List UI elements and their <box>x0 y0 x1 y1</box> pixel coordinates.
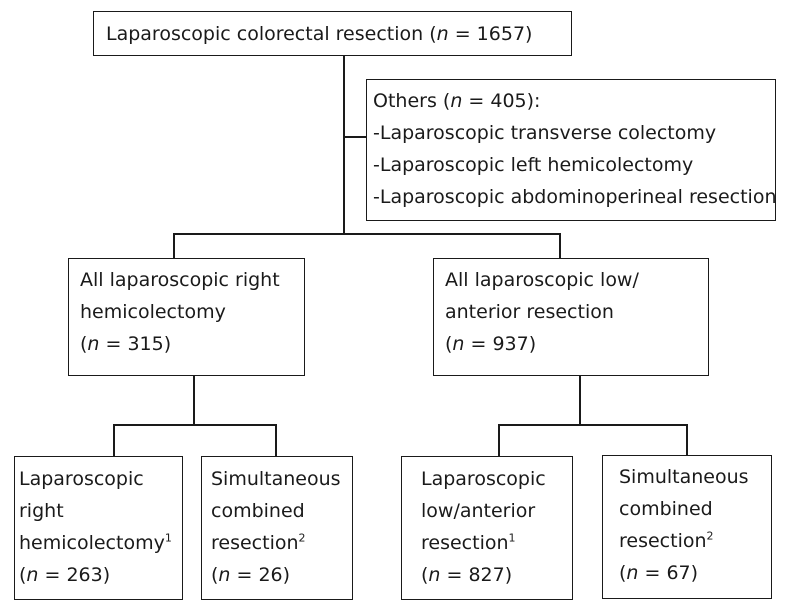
connector-to-leaf-right-hemi <box>113 424 115 457</box>
leaf-low-ant-line2: low/anterior <box>421 500 536 522</box>
others-n-symbol: n <box>450 90 463 112</box>
root-label-post: = 1657) <box>448 23 533 45</box>
low-anterior-n-post: = 937) <box>464 333 537 355</box>
leaf-sim-2-box: Simultaneous combined resection2 (n = 67… <box>602 455 772 599</box>
leaf-right-hemi-n-symbol: n <box>26 564 39 586</box>
connector-right-hemi-down <box>193 376 195 425</box>
right-hemi-n-symbol: n <box>87 333 100 355</box>
leaf-sim-1-line1: Simultaneous <box>211 468 341 490</box>
low-anterior-n-symbol: n <box>452 333 465 355</box>
others-item: -Laparoscopic abdominoperineal resection <box>373 186 777 208</box>
connector-right-pair-horizontal <box>498 424 687 426</box>
root-label: Laparoscopic colorectal resection (n = 1… <box>106 18 532 50</box>
right-hemi-line2: hemicolectomy <box>80 301 226 323</box>
leaf-low-ant-line1: Laparoscopic <box>421 468 546 490</box>
leaf-right-hemi-n-pre: ( <box>19 564 27 586</box>
root-n-symbol: n <box>436 23 449 45</box>
connector-root-down <box>343 56 345 234</box>
right-hemi-box: All laparoscopic right hemicolectomy (n … <box>68 258 305 376</box>
right-hemi-count: (n = 315) <box>80 328 280 360</box>
low-anterior-line2: anterior resection <box>445 301 614 323</box>
connector-to-others <box>343 136 367 138</box>
root-box: Laparoscopic colorectal resection (n = 1… <box>93 11 572 56</box>
root-label-pre: Laparoscopic colorectal resection ( <box>106 23 437 45</box>
leaf-right-hemi-line3: hemicolectomy1 <box>19 527 172 559</box>
leaf-sim-2-footnote: 2 <box>706 529 714 543</box>
leaf-right-hemi-line3-text: hemicolectomy <box>19 532 165 554</box>
connector-low-anterior-down <box>579 376 581 425</box>
leaf-sim-2-line1: Simultaneous <box>619 466 749 488</box>
leaf-sim-2-line2: combined <box>619 498 713 520</box>
leaf-low-ant-footnote: 1 <box>508 531 516 545</box>
low-anterior-n-pre: ( <box>445 333 453 355</box>
connector-to-leaf-sim-2 <box>686 424 688 456</box>
leaf-sim-2-count: (n = 67) <box>619 557 749 589</box>
leaf-sim-2-n-symbol: n <box>626 562 639 584</box>
leaf-sim-2-n-pre: ( <box>619 562 627 584</box>
leaf-sim-1-n-symbol: n <box>218 564 231 586</box>
leaf-sim-1-n-pre: ( <box>211 564 219 586</box>
leaf-sim-1-n-post: = 26) <box>230 564 291 586</box>
leaf-sim-2-line3: resection2 <box>619 525 749 557</box>
leaf-low-ant-line3: resection1 <box>421 527 546 559</box>
leaf-sim-2-n-post: = 67) <box>638 562 699 584</box>
leaf-sim-1-line3-text: resection <box>211 532 299 554</box>
leaf-sim-1-line2: combined <box>211 500 305 522</box>
leaf-right-hemi-count: (n = 263) <box>19 559 172 591</box>
leaf-sim-1-count: (n = 26) <box>211 559 341 591</box>
right-hemi-n-pre: ( <box>80 333 88 355</box>
others-box: Others (n = 405): -Laparoscopic transver… <box>366 79 777 221</box>
low-anterior-count: (n = 937) <box>445 328 639 360</box>
others-title: Others (n = 405): <box>373 85 777 117</box>
leaf-sim-1-footnote: 2 <box>298 531 306 545</box>
leaf-low-ant-box: Laparoscopic low/anterior resection1 (n … <box>401 456 573 600</box>
right-hemi-n-post: = 315) <box>99 333 172 355</box>
leaf-right-hemi-line2: right <box>19 500 64 522</box>
leaf-low-ant-n-symbol: n <box>428 564 441 586</box>
right-hemi-line1: All laparoscopic right <box>80 269 280 291</box>
connector-to-leaf-low-ant <box>498 424 500 457</box>
leaf-sim-2-line3-text: resection <box>619 530 707 552</box>
leaf-right-hemi-n-post: = 263) <box>38 564 111 586</box>
leaf-low-ant-n-pre: ( <box>421 564 429 586</box>
others-title-pre: Others ( <box>373 90 451 112</box>
others-item: -Laparoscopic transverse colectomy <box>373 122 717 144</box>
others-item: -Laparoscopic left hemicolectomy <box>373 154 694 176</box>
leaf-right-hemi-line1: Laparoscopic <box>19 468 144 490</box>
connector-to-low-anterior <box>559 233 561 258</box>
low-anterior-line1: All laparoscopic low/ <box>445 269 639 291</box>
low-anterior-box: All laparoscopic low/ anterior resection… <box>433 258 709 376</box>
others-title-post: = 405): <box>462 90 541 112</box>
leaf-low-ant-count: (n = 827) <box>421 559 546 591</box>
leaf-right-hemi-footnote: 1 <box>164 531 172 545</box>
connector-left-pair-horizontal <box>113 424 276 426</box>
leaf-sim-1-box: Simultaneous combined resection2 (n = 26… <box>201 456 353 600</box>
leaf-sim-1-line3: resection2 <box>211 527 341 559</box>
leaf-right-hemi-box: Laparoscopic right hemicolectomy1 (n = 2… <box>14 456 183 600</box>
connector-to-right-hemi <box>173 233 175 258</box>
leaf-low-ant-n-post: = 827) <box>440 564 513 586</box>
leaf-low-ant-line3-text: resection <box>421 532 509 554</box>
connector-to-leaf-sim-1 <box>275 424 277 457</box>
connector-level1-horizontal <box>173 233 560 235</box>
